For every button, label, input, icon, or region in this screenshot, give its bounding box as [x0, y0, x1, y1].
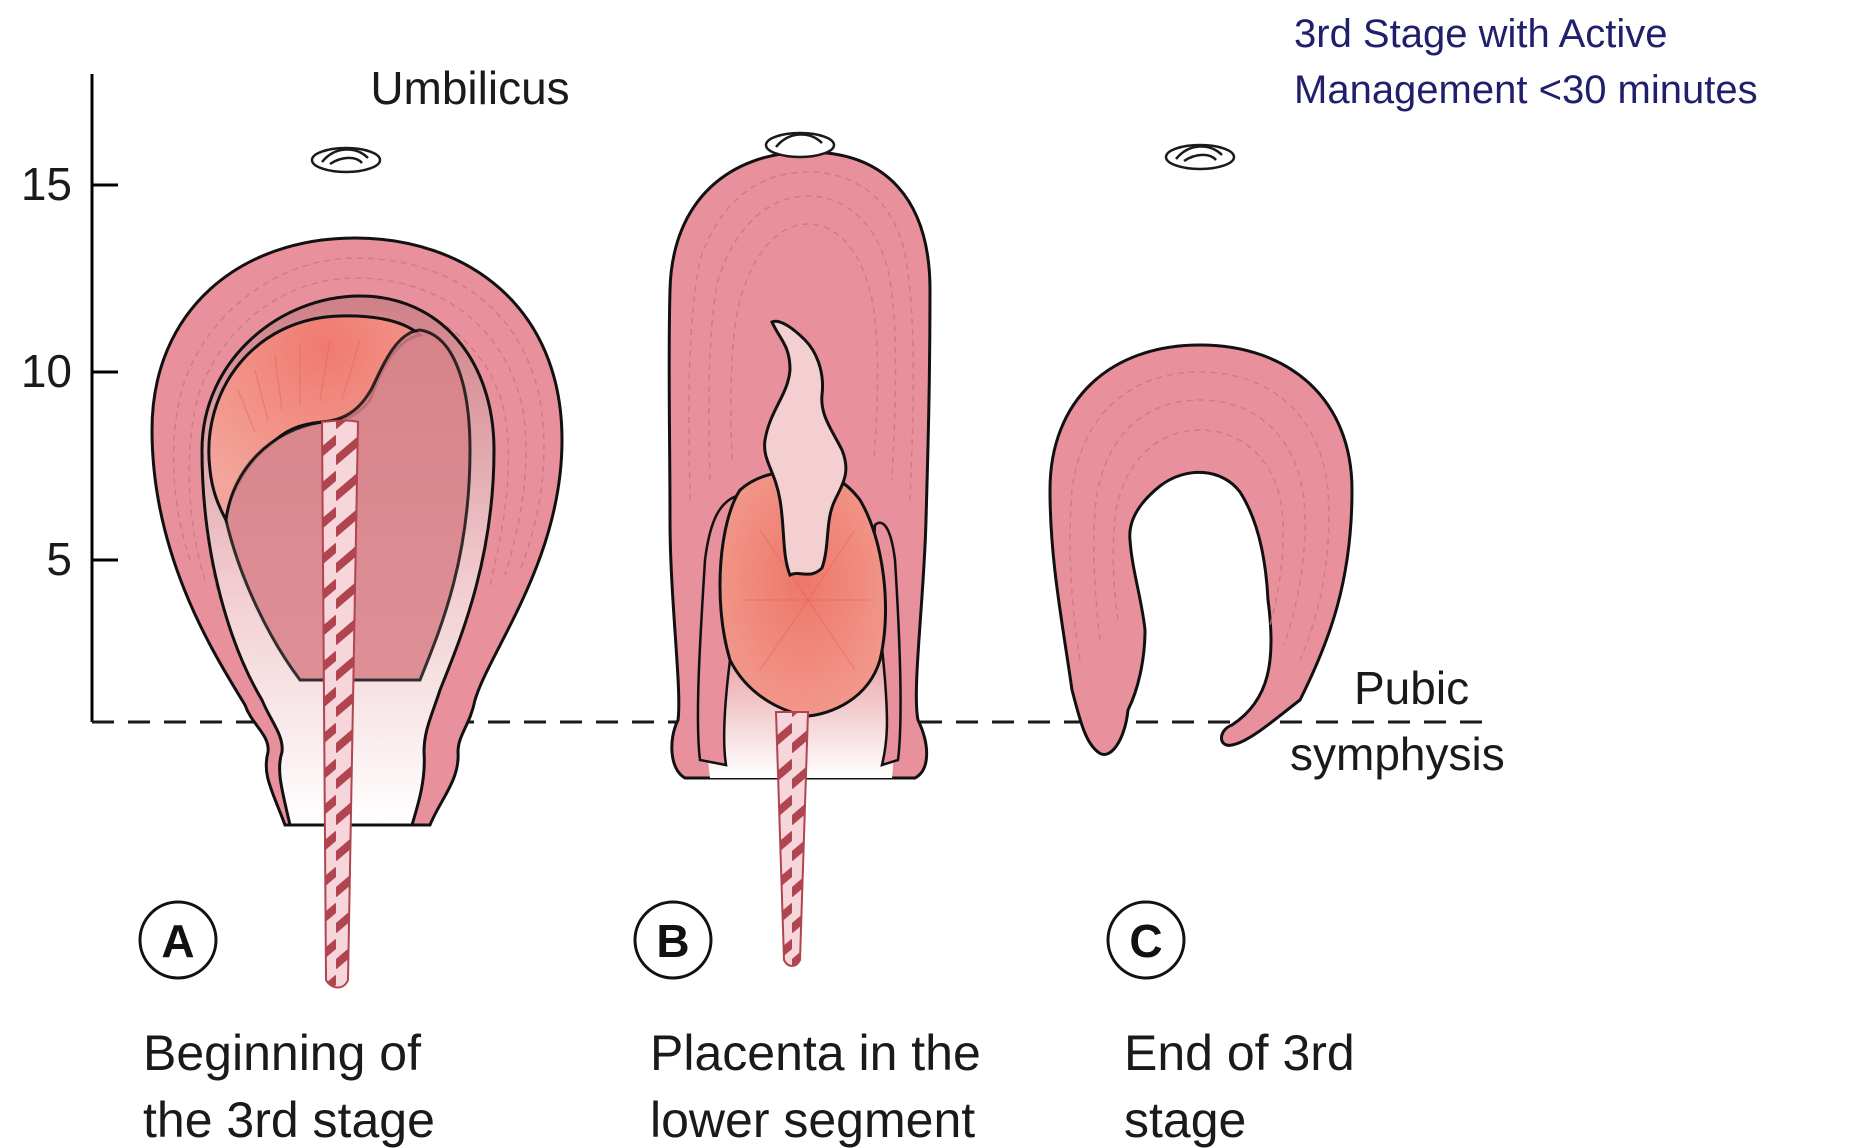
umbilicus-icon: [766, 133, 834, 157]
panel-letter-b-text: B: [656, 915, 689, 967]
caption-a-line1: Beginning of: [143, 1025, 421, 1081]
panel-letter-a-text: A: [161, 915, 194, 967]
umbilical-cord-a: [322, 421, 358, 988]
caption-b-line2: lower segment: [650, 1092, 975, 1148]
pubic-symphysis-label-line1: Pubic: [1354, 662, 1469, 714]
panel-letter-c-text: C: [1129, 915, 1162, 967]
panel-letter-c: C: [1108, 902, 1184, 978]
tick-label-5: 5: [46, 533, 72, 585]
uterus-c-illustration: [1050, 345, 1352, 754]
caption-c-line2: stage: [1124, 1092, 1246, 1148]
uterus-c-wall: [1050, 345, 1352, 754]
uterus-a-illustration: [152, 238, 562, 988]
umbilical-cord-b: [776, 712, 808, 966]
tick-label-15: 15: [21, 158, 72, 210]
umbilicus-icon: [312, 148, 380, 172]
panel-letter-a: A: [140, 902, 216, 978]
page-title: 3rd Stage with Active Management <30 min…: [1294, 6, 1758, 118]
caption-b-line1: Placenta in the: [650, 1025, 981, 1081]
umbilicus-label: Umbilicus: [370, 62, 569, 114]
panel-letter-b: B: [635, 902, 711, 978]
tick-label-10: 10: [21, 345, 72, 397]
pubic-symphysis-label-line2: symphysis: [1290, 728, 1505, 780]
caption-c-line1: End of 3rd: [1124, 1025, 1355, 1081]
caption-a-line2: the 3rd stage: [143, 1092, 435, 1148]
uterus-b-illustration: [669, 133, 930, 966]
scale-axis: 15 10 5: [21, 74, 118, 722]
umbilicus-icon: [1166, 145, 1234, 169]
